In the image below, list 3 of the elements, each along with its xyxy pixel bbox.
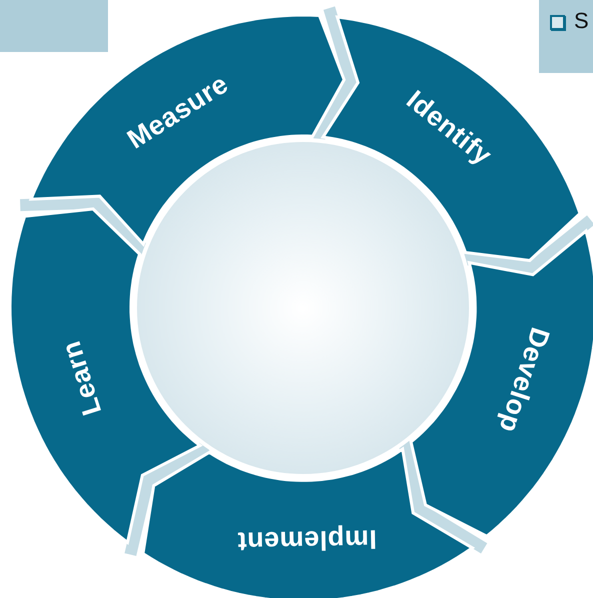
bullet-text: S — [574, 8, 589, 34]
segment-label: Implement — [237, 523, 378, 557]
segment-label: Learn — [56, 336, 108, 419]
